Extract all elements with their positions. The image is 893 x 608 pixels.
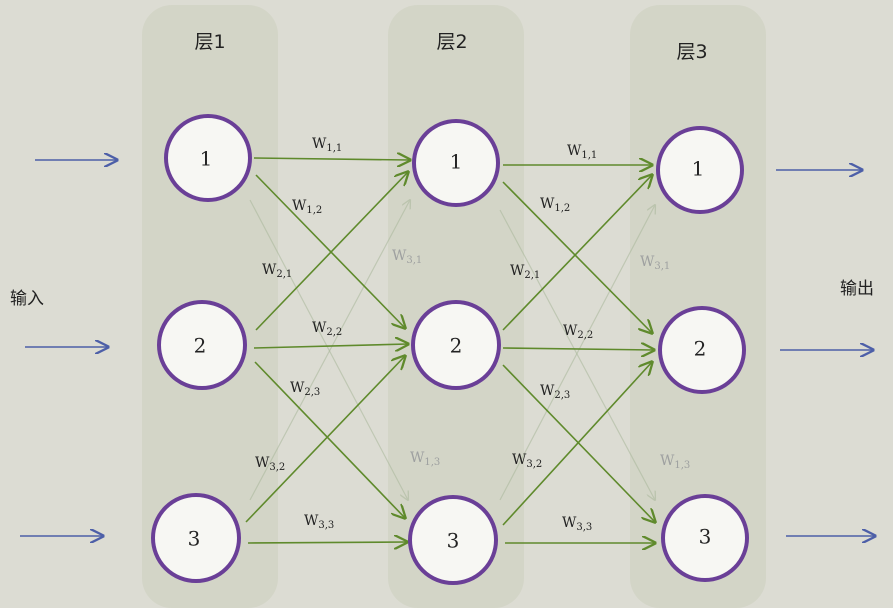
node-l3-1-label: 1 [692, 157, 705, 181]
node-l3-2-label: 2 [694, 337, 707, 361]
node-l1-3-label: 3 [188, 527, 201, 551]
edge-l23-3-2 [502, 362, 652, 526]
weight-label-l23-w31-faint: W3,1 [640, 254, 670, 272]
edge-l12-2-1 [255, 172, 408, 331]
weight-label-l12-w13-faint: W1,3 [410, 450, 440, 468]
edge-l23-2-1 [502, 175, 652, 331]
node-l2-3-label: 3 [447, 529, 460, 553]
weight-label-l23-w23: W2,3 [540, 383, 570, 401]
edge-l12-2-2 [253, 344, 408, 348]
node-l1-1-label: 1 [200, 147, 213, 171]
weight-label-l12-w11: W1,1 [312, 136, 342, 154]
weight-label-l12-w33: W3,3 [304, 513, 334, 531]
node-l2-1: 1 [412, 119, 500, 207]
edge-l12-3-2 [245, 356, 405, 523]
edge-l23-1-3-faint [499, 205, 655, 501]
weight-label-l12-w21: W2,1 [262, 262, 292, 280]
weight-label-l23-w12: W1,2 [540, 196, 570, 214]
node-l3-1: 1 [656, 126, 744, 214]
node-l3-3: 3 [661, 494, 749, 582]
weight-label-l12-w23: W2,3 [290, 380, 320, 398]
node-l3-3-label: 3 [699, 525, 712, 549]
node-l1-2: 2 [157, 300, 247, 390]
edge-l23-2-3 [502, 364, 655, 522]
weight-label-l12-w32: W3,2 [255, 455, 285, 473]
weight-label-l23-w21: W2,1 [510, 263, 540, 281]
weight-label-l12-w22: W2,2 [312, 320, 342, 338]
node-l1-2-label: 2 [194, 334, 207, 358]
edge-l12-3-3 [247, 542, 407, 543]
layer-3-title: 层3 [676, 41, 707, 63]
node-l2-1-label: 1 [450, 150, 463, 174]
edge-l12-2-3 [254, 361, 405, 518]
node-l1-3: 3 [151, 493, 241, 583]
input-label: 输入 [10, 289, 44, 309]
node-l2-2: 2 [411, 300, 501, 390]
node-l3-2: 2 [658, 306, 746, 394]
node-l2-2-label: 2 [450, 334, 463, 358]
weight-label-l23-w13-faint: W1,3 [660, 453, 690, 471]
weight-label-l12-w12: W1,2 [292, 198, 322, 216]
edge-l23-3-1-faint [499, 209, 655, 500]
weight-label-l23-w33: W3,3 [562, 515, 592, 533]
node-l1-1: 1 [164, 114, 252, 202]
weight-label-l23-w22: W2,2 [563, 323, 593, 341]
weight-label-l23-w11: W1,1 [567, 143, 597, 161]
output-label: 输出 [840, 279, 874, 299]
layer-1-title: 层1 [194, 31, 225, 53]
weight-label-l12-w31-faint: W3,1 [392, 248, 422, 266]
layer-2-title: 层2 [436, 31, 467, 53]
edge-l12-3-1-faint [249, 199, 408, 500]
weight-label-l23-w32: W3,2 [512, 452, 542, 470]
edge-l23-1-2 [502, 181, 652, 333]
node-l2-3: 3 [408, 495, 498, 585]
edge-l23-2-2 [502, 348, 654, 350]
edge-l12-1-3-faint [249, 200, 410, 501]
edge-l12-1-1 [253, 158, 410, 160]
